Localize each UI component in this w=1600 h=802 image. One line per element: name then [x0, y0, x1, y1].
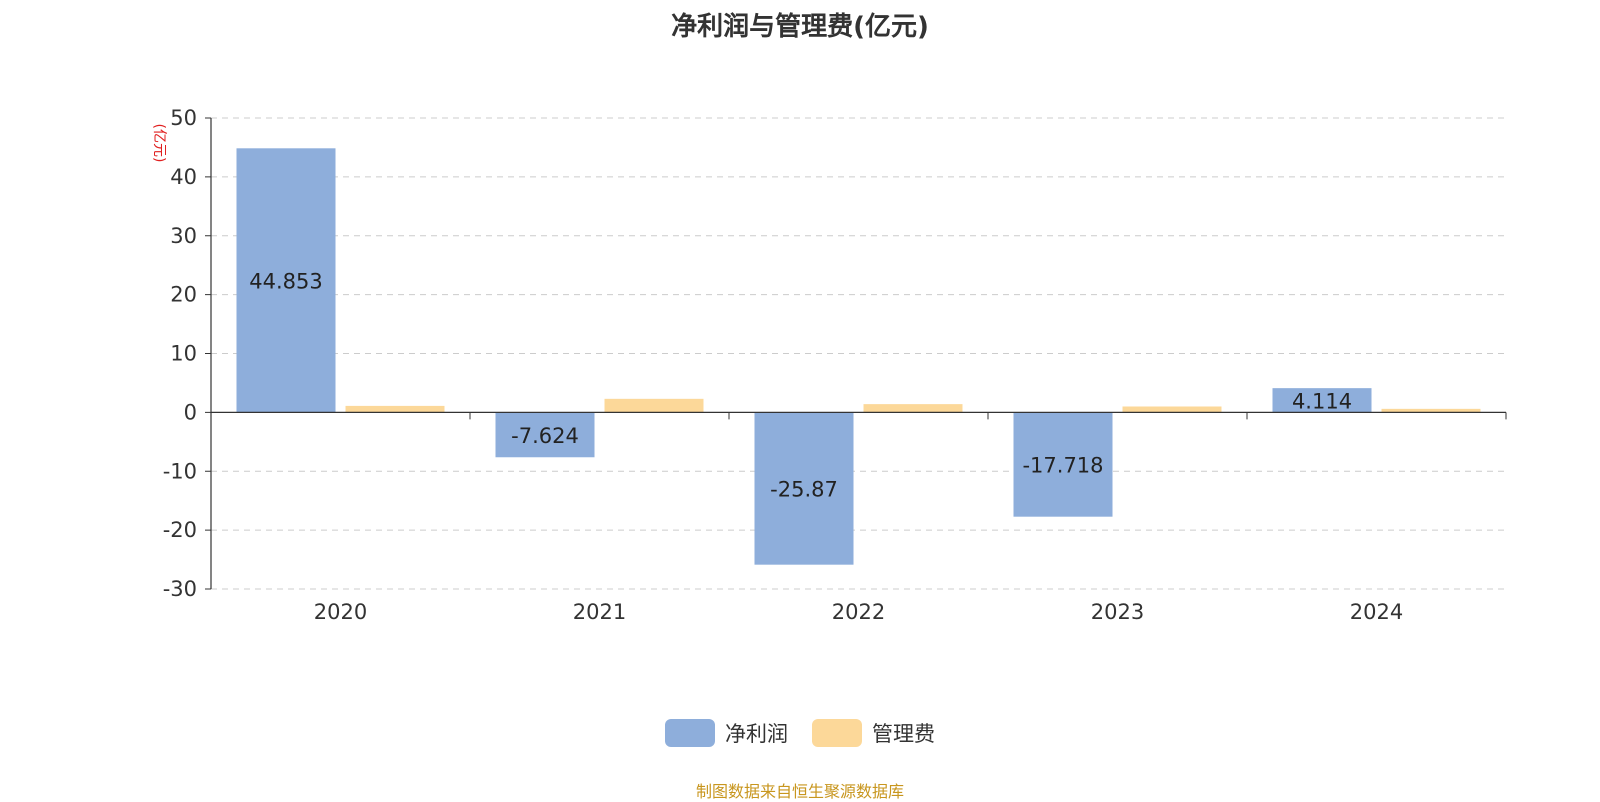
data-label: 44.853: [249, 269, 322, 293]
x-tick-label: 2020: [314, 600, 367, 624]
legend-swatch: [812, 719, 862, 747]
y-tick-label: -20: [163, 518, 197, 542]
y-tick-label: -30: [163, 577, 197, 601]
data-label: -25.87: [770, 478, 838, 502]
x-tick-label: 2021: [573, 600, 626, 624]
legend-item[interactable]: 净利润: [665, 718, 788, 748]
bar: [1381, 408, 1481, 413]
x-tick-label: 2024: [1350, 600, 1403, 624]
legend-item[interactable]: 管理费: [812, 718, 935, 748]
bar: [1122, 406, 1222, 413]
data-label: -7.624: [511, 424, 579, 448]
y-tick-label: 0: [184, 400, 197, 424]
bar: [495, 412, 595, 458]
bar: [863, 404, 963, 413]
chart-title: 净利润与管理费(亿元): [671, 12, 929, 42]
bar: [754, 412, 854, 565]
y-tick-label: 40: [170, 165, 197, 189]
x-tick-label: 2022: [832, 600, 885, 624]
legend: 净利润 管理费: [0, 718, 1600, 748]
y-tick-label: 30: [170, 224, 197, 248]
bar: [236, 148, 336, 413]
x-tick-label: 2023: [1091, 600, 1144, 624]
y-tick-label: 20: [170, 283, 197, 307]
bar: [604, 398, 704, 413]
y-axis-unit-label: (亿元): [151, 124, 167, 163]
legend-label: 管理费: [872, 722, 935, 746]
data-label: 4.114: [1292, 389, 1352, 413]
legend-label: 净利润: [725, 722, 788, 746]
data-label: -17.718: [1022, 454, 1103, 478]
bar: [345, 405, 445, 413]
bar: [1013, 412, 1113, 517]
y-tick-label: 10: [170, 342, 197, 366]
source-footer: 制图数据来自恒生聚源数据库: [695, 782, 904, 801]
legend-swatch: [665, 719, 715, 747]
y-tick-label: 50: [170, 106, 197, 130]
bar: [1272, 388, 1372, 413]
y-tick-label: -10: [163, 459, 197, 483]
